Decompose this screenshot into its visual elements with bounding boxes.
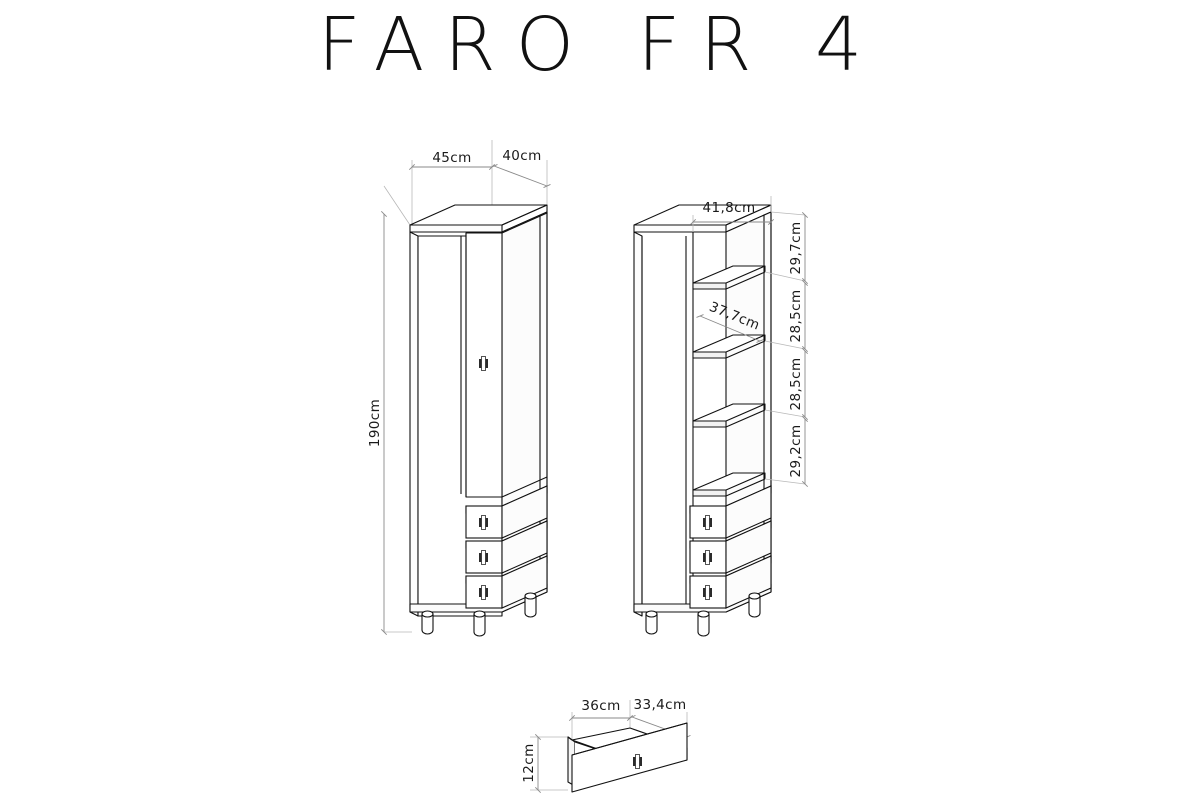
right-cabinet-left-side [633,231,643,617]
dimension-drawer-height: 12cm [521,733,542,794]
dimension-compartment-2: 28,5cm [788,279,809,353]
right-cabinet-top-thickness [633,224,727,233]
dimension-left-depth: 40cm [490,148,551,188]
drawer-detail-knob[interactable] [633,754,642,769]
left-cabinet-drawer-1[interactable] [465,485,548,539]
dimension-drawer-height-label: 12cm [521,743,537,782]
dimension-right-inner-width: 41,8cm [689,200,775,226]
drawer-knob-icon [703,515,712,530]
drawer-detail-view: 36cm 33,4cm 12cm [521,697,691,794]
dimension-left-width-label: 45cm [432,150,471,166]
dimension-left-height-label: 190cm [367,399,383,447]
leg [524,592,537,618]
dimension-compartment-1: 29,7cm [788,211,809,285]
right-cabinet-shelf-bottom [692,472,766,497]
leg [421,610,434,635]
dimension-drawer-width-label: 36cm [581,698,620,714]
dimension-left-height: 190cm [367,210,388,636]
dimension-compartment-4-label: 29,2cm [788,424,804,477]
dimension-compartment-3: 28,5cm [788,347,809,421]
left-cabinet-door-knob[interactable] [479,356,488,371]
drawer-knob-icon [479,550,488,565]
left-cabinet-side-panel [409,231,419,617]
dimension-drawer-width: 36cm [568,698,634,722]
dimension-compartment-2-label: 28,5cm [788,289,804,342]
drawer-knob-icon [703,550,712,565]
leg [473,610,486,637]
left-cabinet-drawer-2[interactable] [465,520,548,574]
right-cabinet-shelf-1 [692,265,766,290]
right-cabinet-drawer-knobs[interactable] [703,515,712,600]
drawer-knob-icon [479,515,488,530]
dimension-left-width: 45cm [408,150,496,171]
left-cabinet-legs [421,592,537,637]
leg [645,610,658,635]
left-cabinet-drawer-knobs[interactable] [479,515,488,600]
right-cabinet-shelf-3 [692,403,766,428]
dimension-compartment-1-label: 29,7cm [788,221,804,274]
left-cabinet-top-thickness [409,224,503,233]
dimension-left-depth-label: 40cm [502,148,541,164]
dimension-compartment-3-label: 28,5cm [788,357,804,410]
right-cabinet-drawer-3[interactable] [689,555,772,609]
left-cabinet-view: 45cm 40cm 190cm [367,140,551,637]
right-cabinet-view: 41,8cm 37,7cm 29,7cm 28,5cm 28,5cm [633,196,809,637]
dimension-right-inner-width-label: 41,8cm [702,200,755,216]
drawer-knob-icon [703,585,712,600]
page-title: FARO FR 4 [317,2,883,88]
right-cabinet-legs [645,592,761,637]
dimension-drawer-depth-label: 33,4cm [633,697,686,713]
drawer-knob-icon [479,585,488,600]
leg [748,592,761,618]
dimension-compartment-4: 29,2cm [788,415,809,488]
leg [697,610,710,637]
